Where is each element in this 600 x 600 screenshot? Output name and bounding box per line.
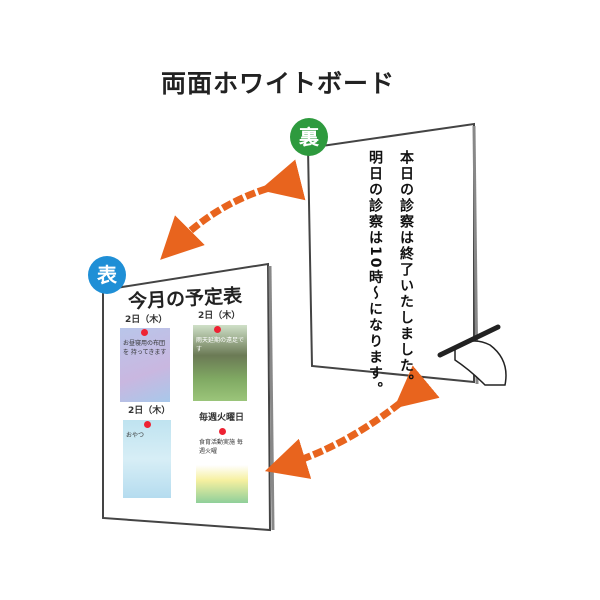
pin-icon bbox=[219, 428, 226, 435]
pin-icon bbox=[144, 421, 151, 428]
back-board bbox=[306, 122, 475, 384]
pin-icon bbox=[141, 329, 148, 336]
flip-arrow-bottom bbox=[264, 365, 440, 479]
pin-icon bbox=[214, 326, 221, 333]
flip-arrow-top bbox=[160, 159, 306, 260]
hand-with-pen-icon bbox=[437, 324, 507, 386]
back-message-line-1: 本日の診察は終了いたしました。 bbox=[398, 150, 414, 390]
poster: おやつ bbox=[123, 420, 171, 498]
poster-date: 2日（木） bbox=[125, 315, 168, 325]
poster: 雨天延期の遠足です bbox=[193, 325, 247, 401]
poster-date: 毎週火曜日 bbox=[199, 413, 245, 423]
poster: 食育活動実施 毎週火曜 bbox=[196, 427, 248, 503]
back-message-line-2: 明日の診察は10時～になります。 bbox=[367, 150, 383, 398]
poster-date: 2日（木） bbox=[128, 406, 171, 416]
back-side-badge: 裏 bbox=[290, 118, 328, 156]
poster: お昼寝用の布団を 持ってきます bbox=[120, 328, 170, 402]
page-title: 両面ホワイトボード bbox=[160, 69, 395, 98]
front-side-badge: 表 bbox=[88, 256, 126, 294]
poster-date: 2日（木） bbox=[198, 311, 241, 321]
